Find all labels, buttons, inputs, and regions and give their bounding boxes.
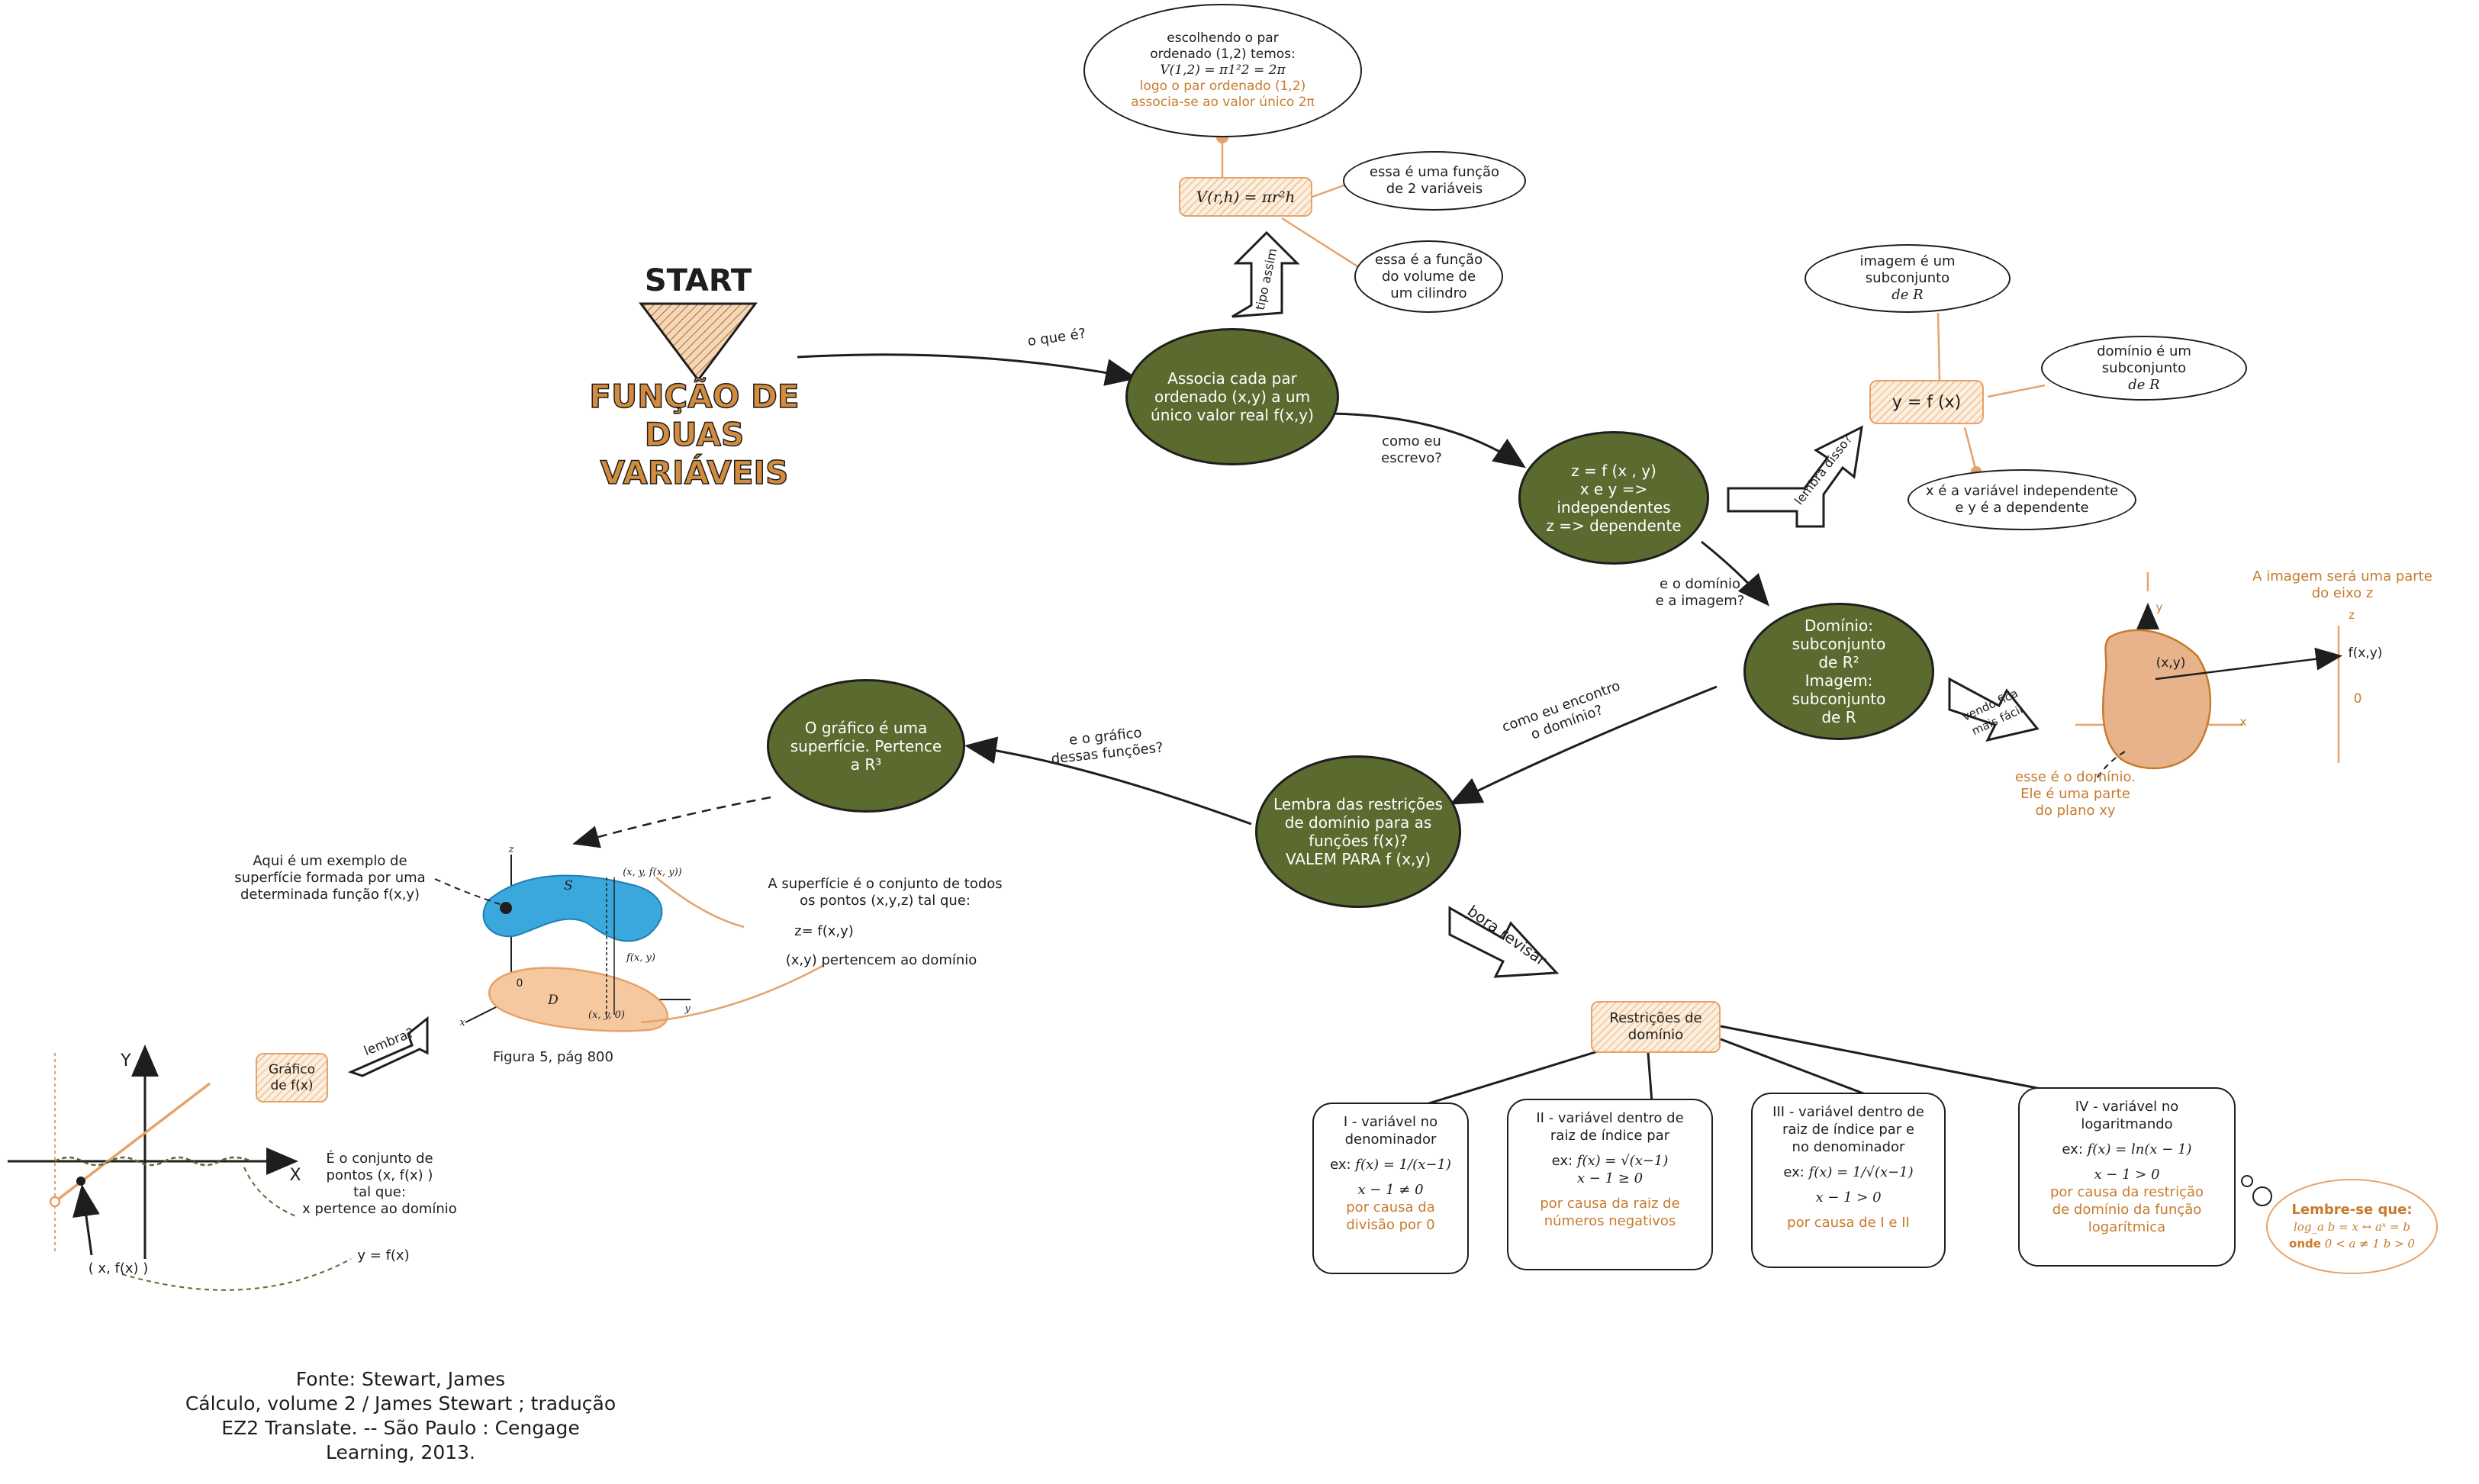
start-label: START [644,263,752,298]
volume-formula-box: V(r,h) = πr²h [1179,177,1312,217]
surface-cond-z: z= f(x,y) [794,923,854,939]
fxy-label: f(x,y) [2348,645,2383,661]
figure-caption: Figura 5, pág 800 [493,1049,613,1065]
domain-point-label: (x,y) [2155,655,2186,671]
surface-point-bot: (x, y, 0) [588,1009,625,1021]
surface-point-top: (x, y, f(x, y)) [623,867,682,878]
fx-y-eq: y = f(x) [357,1247,410,1263]
example-bubble: escolhendo o par ordenado (1,2) temos: V… [1083,4,1362,137]
restriction-card-4: IV - variável no logaritmando ex: f(x) =… [2018,1087,2236,1267]
surface-point-mid: f(x, y) [626,952,655,964]
domain-D-label: D [548,993,559,1008]
log-note: Lembre-se que: log_a b = x ↔ aˣ = b onde… [2266,1179,2438,1274]
surface-origin: 0 [516,977,523,990]
domain-axis-y: y [2155,600,2163,614]
main-title-line1: FUNÇÃO DE DUAS [589,377,800,454]
fx-point-label: ( x, f(x) ) [88,1260,149,1276]
surface-cond-domain: (x,y) pertencem ao domínio [785,952,977,968]
surface-axis-z: z [508,844,514,855]
restriction-card-3: III - variável dentro de raiz de índice … [1751,1093,1946,1268]
lembra-disso-arrow-shape [1727,425,1863,528]
fx-axis-x: X [289,1166,301,1185]
vendo-fica-arrow-shape [1948,677,2040,742]
surface-axis-y: y [684,1003,691,1015]
domain-axis-x: x [2239,715,2247,729]
surface-axis-x: x [459,1017,465,1028]
restriction-card-1: I - variável no denominador ex: f(x) = 1… [1312,1103,1469,1274]
y-fx-box: y = f (x) [1869,380,1984,424]
fx-axis-y: Y [121,1051,131,1070]
source-citation: Fonte: Stewart, James Cálculo, volume 2 … [185,1368,617,1463]
main-title-line2: VARIÁVEIS [600,453,789,492]
bora-revisar-arrow-shape [1448,906,1560,978]
domain-blob [2102,629,2212,770]
image-axis-z: z [2349,608,2355,622]
example-formula: V(1,2) = π1²2 = 2π [1160,63,1286,78]
tipo-assim-arrow-shape [1231,230,1300,318]
restriction-card-2: II - variável dentro de raiz de índice p… [1507,1099,1713,1270]
start-triangle [639,302,758,382]
surface-S-label: S [564,878,573,893]
main-title: FUNÇÃO DE DUAS VARIÁVEIS [534,377,855,492]
z-axis-zero: 0 [2353,691,2362,707]
surface-S [482,874,663,942]
domain-D [488,967,668,1032]
lembra-arrow-shape [347,1016,429,1077]
